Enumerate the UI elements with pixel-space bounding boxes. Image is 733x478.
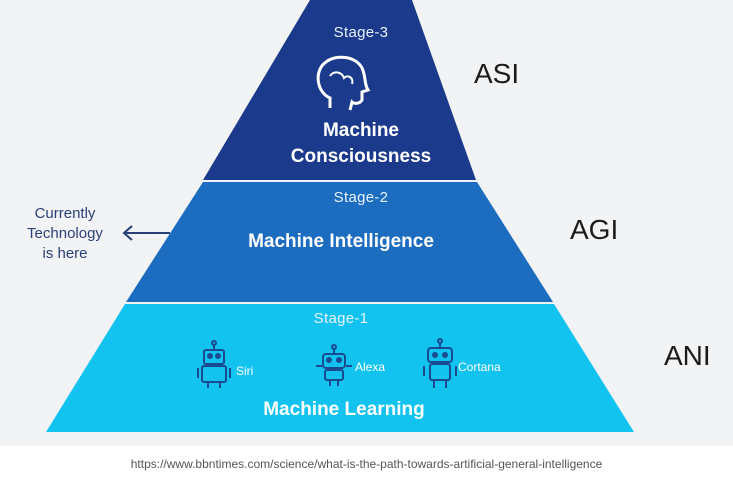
robot-icon [316,344,352,386]
stage-3-label: Stage-3 [333,24,389,41]
arrow-left-icon [122,225,170,241]
note-line-1: Currently [34,205,96,222]
tier-stage-2 [126,182,553,302]
current-technology-note: Currently Technology is here [12,204,118,264]
example-cortana-label: Cortana [458,360,501,374]
tier-3-title-line-2: Consciousness [290,146,432,167]
level-agi: AGI [570,214,619,245]
example-alexa-label: Alexa [355,360,386,374]
note-line-2: Technology [27,225,103,242]
pyramid [46,0,634,432]
note-line-3: is here [42,245,88,262]
tier-1-title: Machine Learning [263,399,425,420]
example-siri-label: Siri [236,364,254,378]
tier-stage-3 [203,0,476,180]
robot-icon [197,340,231,388]
level-asi: ASI [474,58,520,89]
stage-1-label: Stage-1 [313,310,369,327]
stage-2-label: Stage-2 [333,189,389,206]
robot-icon [423,338,457,388]
brain-head-icon [316,55,371,111]
source-url: https://www.bbntimes.com/science/what-is… [130,457,603,471]
tier-2-title: Machine Intelligence [248,231,434,252]
tier-3-title-line-1: Machine [322,120,400,141]
level-ani: ANI [664,340,711,371]
